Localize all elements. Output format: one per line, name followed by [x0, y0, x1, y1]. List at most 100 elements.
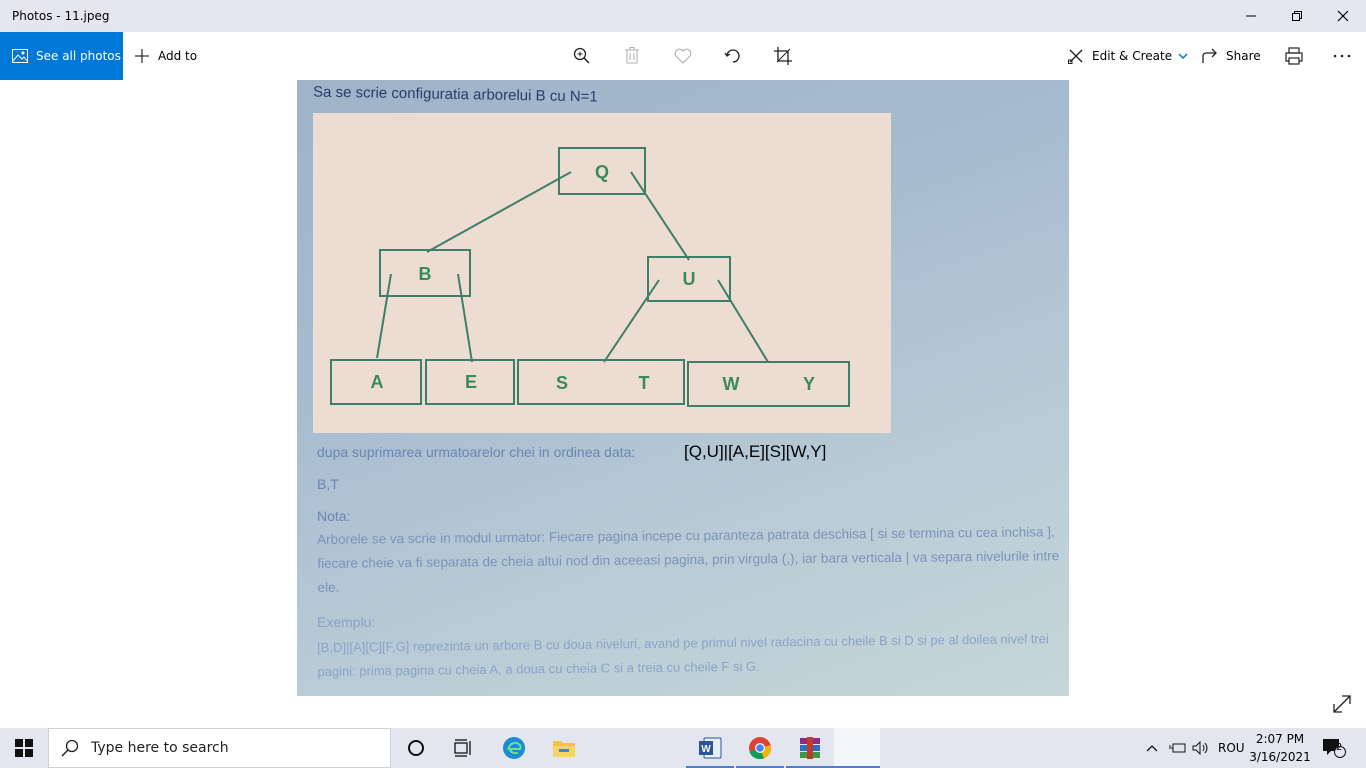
battery-plug-icon	[1169, 743, 1186, 753]
taskbar: Type here to search W ROU 2:07 PM 3/16/2…	[0, 728, 1366, 768]
crop-icon	[774, 47, 792, 65]
winrar-icon	[800, 737, 820, 759]
chevron-up-icon	[1146, 745, 1158, 752]
tree-node-left	[379, 249, 471, 297]
instruction-text: dupa suprimarea urmatoarelor chei in ord…	[317, 444, 636, 460]
tree-leaf-key: Y	[803, 374, 815, 394]
fullscreen-button[interactable]	[1330, 692, 1354, 716]
b-tree-diagram: Q B U A E S T W Y	[330, 147, 850, 407]
zoom-button[interactable]	[566, 40, 598, 72]
print-icon	[1285, 47, 1303, 65]
edge-icon	[503, 737, 525, 759]
add-to-label: Add to	[158, 49, 198, 63]
taskbar-app-winrar[interactable]	[786, 728, 834, 768]
action-center-button[interactable]: 2	[1322, 728, 1346, 768]
taskbar-app-explorer[interactable]	[540, 728, 588, 768]
clock-time: 2:07 PM	[1255, 732, 1305, 746]
show-hidden-icons-button[interactable]	[1146, 728, 1158, 768]
minimize-button[interactable]	[1228, 0, 1274, 32]
plus-icon	[135, 49, 149, 63]
minimize-icon	[1246, 15, 1256, 17]
clock[interactable]: 2:07 PM 3/16/2021	[1248, 730, 1312, 766]
volume-control[interactable]	[1192, 728, 1210, 768]
power-status[interactable]	[1168, 728, 1186, 768]
search-icon	[61, 739, 79, 757]
tree-leaf-key: E	[465, 372, 477, 392]
zoom-icon	[573, 47, 590, 64]
language-label: ROU	[1218, 741, 1245, 755]
notification-count: 2	[1336, 742, 1343, 753]
word-icon: W	[699, 737, 722, 759]
clock-date: 3/16/2021	[1249, 750, 1311, 764]
share-label: Share	[1226, 49, 1261, 63]
photos-icon	[12, 49, 28, 63]
note-paragraph: Arborele se va scrie in modul urmator: F…	[317, 524, 1060, 595]
example-label: Exemplu:	[317, 614, 376, 630]
command-bar: See all photos Add to Edit & Create Shar…	[0, 32, 1366, 80]
tree-edge	[603, 279, 660, 363]
more-icon	[1333, 54, 1351, 58]
tree-leaf-key: A	[371, 372, 384, 392]
tree-key-root: Q	[595, 162, 609, 182]
chevron-down-icon	[1178, 53, 1188, 59]
tree-leaf-key: S	[556, 373, 568, 393]
tree-leaf-st	[517, 359, 685, 405]
title-bar: Photos - 11.jpeg	[0, 0, 1366, 32]
maximize-button[interactable]	[1274, 0, 1320, 32]
notification-icon	[1323, 739, 1346, 758]
expand-icon	[1333, 695, 1351, 713]
edit-create-button[interactable]: Edit & Create	[1068, 32, 1188, 80]
tree-edge	[630, 171, 690, 261]
tree-leaf-e	[425, 359, 515, 405]
rotate-icon	[724, 49, 740, 63]
tree-edge	[457, 273, 473, 363]
tree-leaf-a	[330, 359, 422, 405]
heart-icon	[674, 48, 692, 64]
taskbar-app-photos[interactable]	[834, 728, 880, 768]
taskbar-app-chrome[interactable]	[736, 728, 784, 768]
svg-text:W: W	[701, 744, 711, 755]
chrome-icon	[749, 737, 771, 760]
print-button[interactable]	[1278, 40, 1310, 72]
example-paragraph: [B,D]|[A][C][F,G] reprezinta un arbore B…	[317, 631, 1049, 679]
tree-node-right	[647, 256, 731, 302]
share-icon	[1202, 48, 1217, 63]
tree-edge	[426, 171, 572, 253]
start-button[interactable]	[0, 728, 48, 768]
diagram-paper	[313, 113, 891, 433]
taskbar-app-edge[interactable]	[490, 728, 538, 768]
edit-icon	[1068, 49, 1083, 64]
favorite-button[interactable]	[667, 40, 699, 72]
tree-key-right: U	[683, 269, 696, 289]
note-label: Nota:	[317, 508, 351, 524]
add-to-button[interactable]: Add to	[134, 32, 197, 80]
task-view-button[interactable]	[440, 728, 488, 768]
taskbar-search-box[interactable]: Type here to search	[48, 728, 391, 768]
taskbar-app-word[interactable]: W	[686, 728, 734, 768]
close-icon	[1337, 10, 1349, 22]
keys-to-delete: B,T	[317, 476, 339, 492]
tree-leaf-key: T	[639, 373, 650, 393]
see-all-photos-label: See all photos	[36, 49, 121, 63]
cortana-button[interactable]	[392, 728, 440, 768]
more-button[interactable]	[1326, 40, 1358, 72]
cortana-icon	[408, 740, 424, 756]
task-view-icon	[454, 739, 471, 757]
speaker-icon	[1192, 741, 1208, 755]
windows-icon	[15, 739, 33, 757]
tree-node-root	[558, 147, 646, 195]
tree-edge	[717, 279, 769, 363]
restore-icon	[1292, 11, 1302, 21]
crop-button[interactable]	[767, 40, 799, 72]
share-button[interactable]: Share	[1202, 32, 1261, 80]
tree-leaf-key: W	[723, 374, 740, 394]
delete-button[interactable]	[616, 40, 648, 72]
tree-edge	[376, 273, 392, 359]
rotate-button[interactable]	[717, 40, 749, 72]
folder-icon	[553, 741, 575, 757]
see-all-photos-button[interactable]: See all photos	[0, 32, 123, 80]
language-indicator[interactable]: ROU	[1218, 728, 1245, 768]
edit-create-label: Edit & Create	[1092, 49, 1173, 63]
close-button[interactable]	[1320, 0, 1366, 32]
photo-viewer-image: Q B U A E S T W Y Sa se scrie configurat…	[297, 80, 1069, 696]
